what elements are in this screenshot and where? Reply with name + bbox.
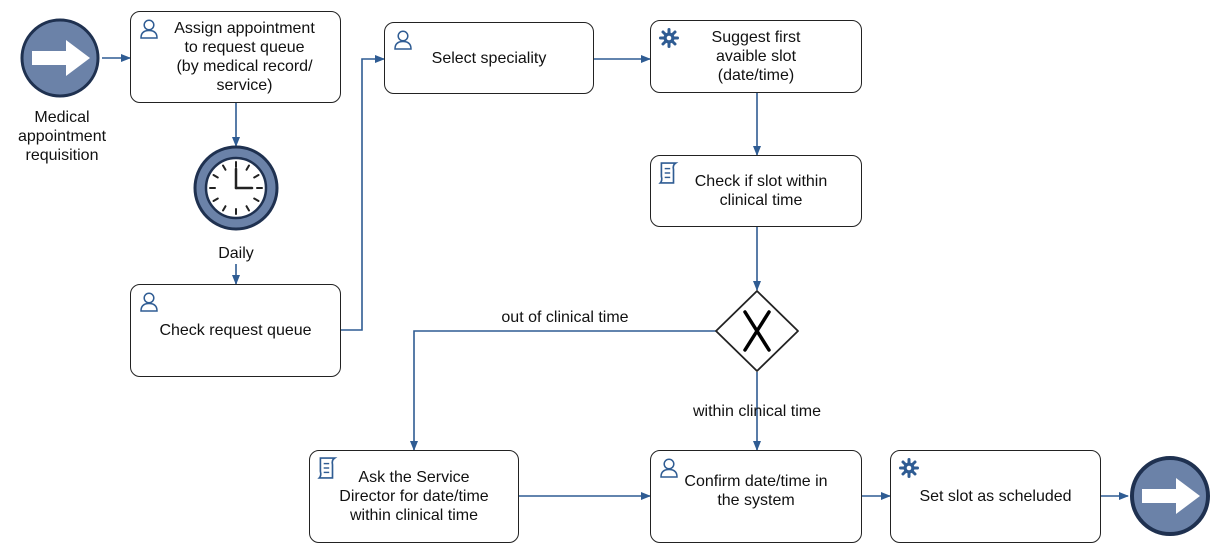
- task-label: Ask the Service Director for date/time w…: [339, 469, 489, 524]
- task-set-slot-scheduled[interactable]: Set slot as scheluded: [890, 450, 1101, 543]
- flow-gateway-out-to-ask: [410, 330, 718, 451]
- task-label: Check if slot within clinical time: [694, 173, 828, 209]
- task-label: Confirm date/time in the system: [684, 472, 828, 509]
- gateway-out-label: out of clinical time: [501, 309, 629, 326]
- end-event: [1130, 456, 1210, 536]
- x-mark-icon: [743, 310, 771, 352]
- script-icon: [658, 162, 679, 184]
- task-confirm-date-time[interactable]: Confirm date/time in the system: [650, 450, 862, 543]
- task-label: Select speciality: [431, 49, 547, 67]
- timer-event: [193, 145, 279, 231]
- script-icon: [317, 457, 338, 479]
- user-icon: [660, 458, 678, 478]
- arrow-right-icon: [1142, 478, 1200, 514]
- start-event-label: Medical appointment requisition: [17, 109, 107, 164]
- task-label: Assign appointment to request queue (by …: [174, 20, 315, 94]
- flow-check-queue-to-select: [341, 55, 385, 331]
- task-ask-service-director[interactable]: Ask the Service Director for date/time w…: [309, 450, 519, 543]
- user-icon: [140, 19, 158, 39]
- task-select-speciality[interactable]: Select speciality: [384, 22, 594, 94]
- task-check-slot-clinical-time[interactable]: Check if slot within clinical time: [650, 155, 862, 227]
- exclusive-gateway: [715, 290, 799, 372]
- task-label: Suggest first avaible slot (date/time): [711, 29, 801, 84]
- task-check-request-queue[interactable]: Check request queue: [130, 284, 341, 377]
- task-label: Set slot as scheluded: [919, 488, 1072, 505]
- task-assign-appointment[interactable]: Assign appointment to request queue (by …: [130, 11, 341, 103]
- gear-icon: [659, 28, 679, 48]
- task-label: Check request queue: [159, 322, 312, 339]
- timer-event-label: Daily: [218, 245, 254, 262]
- start-event: [20, 18, 100, 98]
- clock-icon: [209, 161, 263, 215]
- user-icon: [394, 30, 412, 50]
- arrow-right-icon: [32, 40, 90, 76]
- task-suggest-first-slot[interactable]: Suggest first avaible slot (date/time): [650, 20, 862, 93]
- user-icon: [140, 292, 158, 312]
- gateway-within-label: within clinical time: [692, 403, 822, 420]
- sequence-flows: [102, 54, 1129, 500]
- gear-icon: [899, 458, 919, 478]
